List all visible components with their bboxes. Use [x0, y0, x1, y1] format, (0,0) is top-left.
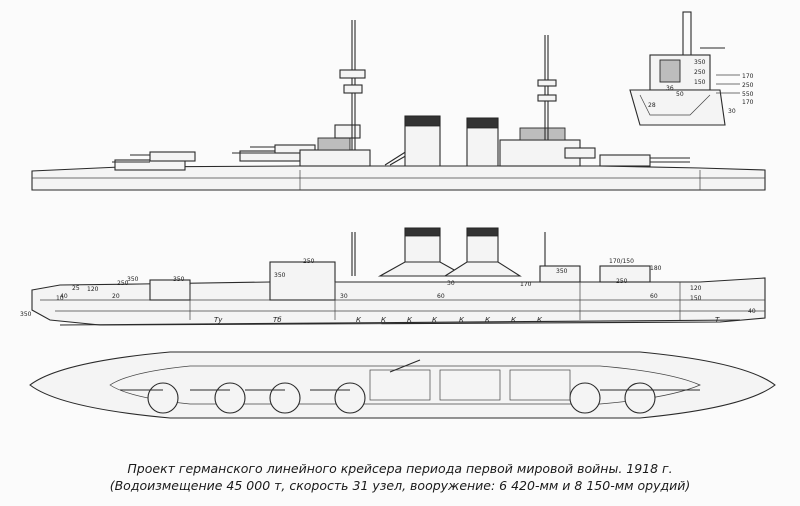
armor-label-i: 120 — [690, 285, 702, 292]
armor-label-l: 250 — [616, 278, 628, 285]
armor-label-n: 60 — [437, 293, 445, 300]
armor-label-w: 40 — [748, 308, 756, 315]
armor-label-j: 150 — [690, 295, 702, 302]
section-label-5: 250 — [742, 82, 754, 89]
section-label-2: 250 — [694, 69, 706, 76]
mark-k-6: К — [485, 316, 491, 324]
mark-t: Т — [715, 316, 720, 324]
plan-view — [29, 351, 776, 419]
turret-cross-section: 350 250 150 170 250 550 170 30 36 50 28 — [629, 11, 754, 126]
section-label-3: 150 — [694, 79, 706, 86]
mark-k-3: К — [407, 316, 413, 324]
section-label-9: 36 — [666, 85, 674, 92]
figure-caption: Проект германского линейного крейсера пе… — [0, 460, 800, 494]
mark-k-4: К — [432, 316, 438, 324]
section-label-6: 550 — [742, 91, 754, 98]
armor-label-q: 170 — [520, 281, 532, 288]
mark-k-8: К — [537, 316, 543, 324]
mark-k-1: К — [356, 316, 362, 324]
section-label-top: 350 — [694, 59, 706, 66]
section-label-10: 50 — [676, 91, 684, 98]
armor-label-h: 350 — [556, 268, 568, 275]
armor-profile-view: 350 250 350 120 170/150 350 250 350 120 … — [20, 227, 766, 326]
armor-label-a: 350 — [127, 276, 139, 283]
armor-label-o: 60 — [650, 293, 658, 300]
section-label-7: 170 — [742, 99, 754, 106]
section-label-8: 30 — [728, 108, 736, 115]
armor-label-t: 10 — [56, 295, 64, 302]
armor-label-k: 180 — [650, 265, 662, 272]
armor-label-c: 350 — [173, 276, 185, 283]
armor-label-g: 250 — [303, 258, 315, 265]
armor-label-u: 350 — [20, 311, 32, 318]
armor-label-v: 40 — [60, 293, 68, 300]
mark-k-7: К — [511, 316, 517, 324]
mark-tb: Тб — [273, 316, 282, 324]
caption-line-1: Проект германского линейного крейсера пе… — [127, 461, 673, 476]
caption-line-2: (Водоизмещение 45 000 т, скорость 31 узе… — [109, 478, 691, 493]
armor-label-b: 250 — [117, 280, 129, 287]
armor-label-s: 25 — [72, 285, 80, 292]
armor-label-p: 30 — [340, 293, 348, 300]
armor-label-f: 350 — [274, 272, 286, 279]
armor-label-e: 170/150 — [609, 258, 634, 265]
section-label-11: 28 — [648, 102, 656, 109]
side-profile-view — [31, 20, 766, 191]
section-label-4: 170 — [742, 73, 754, 80]
ship-drawing: 350 250 150 170 250 550 170 30 36 50 28 — [20, 11, 776, 419]
armor-label-d: 120 — [87, 286, 99, 293]
mark-tu: Ту — [214, 316, 223, 324]
armor-label-m: 30 — [447, 280, 455, 287]
mark-k-2: К — [381, 316, 387, 324]
armor-label-r: 20 — [112, 293, 120, 300]
mark-k-5: К — [459, 316, 465, 324]
